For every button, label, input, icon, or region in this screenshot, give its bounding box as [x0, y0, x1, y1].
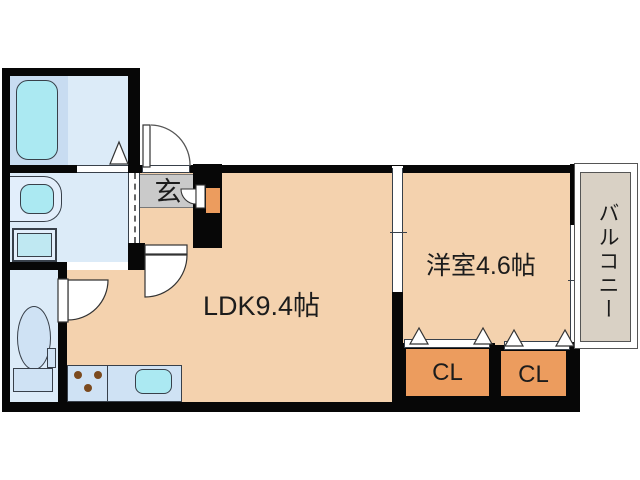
stove-burner — [74, 371, 82, 379]
genkan-storage-niche — [206, 188, 220, 213]
entrance-door-sill — [142, 165, 190, 173]
hall-door — [144, 244, 188, 298]
wall-left — [2, 68, 10, 412]
wall-bottom — [2, 402, 580, 412]
bathtub — [16, 80, 58, 160]
kitchen-counter-divider — [107, 365, 108, 402]
wall-hall-left — [128, 243, 145, 270]
balcony-floor — [580, 172, 631, 342]
vanity-sink-bowl — [20, 184, 54, 214]
closet-door-pivot-icon — [554, 328, 576, 347]
wall-right-lower — [570, 342, 580, 402]
stove-burner — [94, 371, 102, 379]
washroom-sliding-door-dashes — [134, 173, 136, 243]
wall-top-main — [2, 165, 575, 173]
wall-bath-right — [128, 68, 140, 173]
balcony-label: バルコニー — [596, 202, 619, 322]
entrance-door — [142, 124, 191, 168]
closet-left-label: CL — [432, 359, 463, 386]
bathroom-door-pivot-icon — [109, 140, 129, 165]
wall-bath-top — [2, 68, 140, 76]
washroom-sliding-door — [128, 173, 140, 243]
western-room-floor — [403, 173, 570, 348]
closet-door-pivot-icon — [472, 326, 494, 345]
closet-door-pivot-icon — [503, 328, 525, 347]
closet-right — [501, 351, 566, 396]
sliding-door-tick — [390, 232, 407, 233]
washing-machine-pan-inner — [17, 233, 52, 257]
genkan-label: 玄 — [154, 177, 182, 207]
toilet-tank — [13, 368, 53, 392]
ldk-western-sliding-door — [390, 168, 407, 292]
kitchen-sink — [135, 369, 172, 394]
toilet-bowl — [17, 306, 51, 370]
closet-door-pivot-icon — [408, 326, 430, 345]
ldk-floor — [140, 173, 392, 402]
genkan-storage-door — [180, 184, 206, 209]
closet-left — [406, 349, 489, 396]
toilet-door — [57, 278, 109, 323]
bathroom-door-opening — [77, 165, 128, 173]
wall-toilet-right — [58, 262, 67, 402]
toilet-handle — [47, 348, 56, 368]
wall-room-divider — [392, 290, 403, 402]
ldk-label: LDK9.4帖 — [203, 291, 321, 321]
closet-right-label: CL — [518, 361, 549, 388]
wall-washroom-bottom — [2, 262, 62, 270]
stove-burner — [84, 384, 92, 392]
western-room-label: 洋室4.6帖 — [426, 252, 536, 280]
